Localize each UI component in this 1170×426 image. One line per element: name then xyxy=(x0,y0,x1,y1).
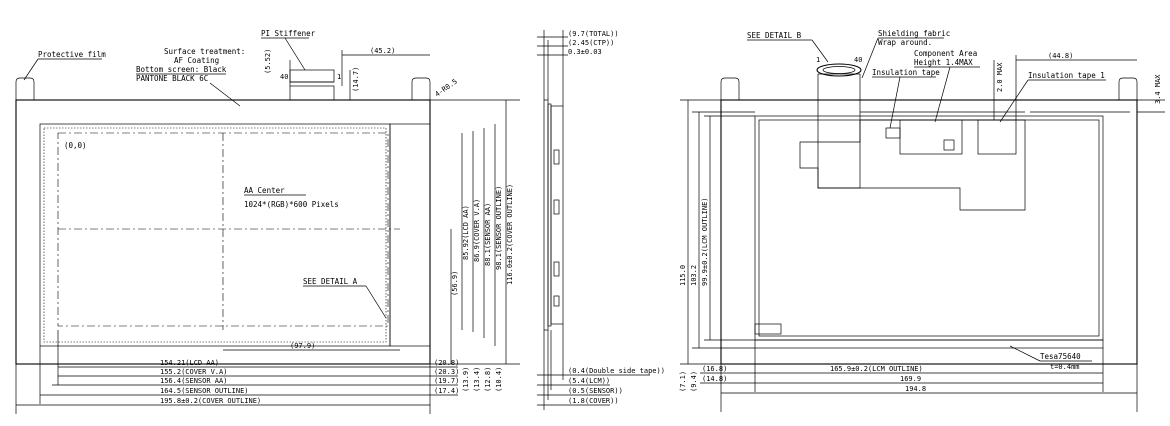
vdim-sensor-aa: 88.1(SENSOR AA) xyxy=(484,203,492,266)
dim-3-4-max: 3.4 MAX xyxy=(1154,74,1162,104)
fpc-pin-first: 40 xyxy=(280,73,288,81)
dim-2-0-max: 2.0 MAX xyxy=(996,62,1004,92)
protective-film-label: Protective film xyxy=(38,50,106,59)
origin-label: (0,0) xyxy=(64,141,87,150)
pixels-label: 1024*(RGB)*600 Pixels xyxy=(244,200,339,209)
hgap-20-8: (20.8) xyxy=(434,359,459,367)
see-detail-b-label: SEE DETAIL B xyxy=(747,31,802,40)
hdim-cover-va: 155.2(COVER V.A) xyxy=(160,368,227,376)
dim-97-9: (97.9) xyxy=(290,342,315,350)
vdim-cover-outline: 116.0±0.2(COVER OUTLINE) xyxy=(506,184,514,285)
hgap-20-3: (20.3) xyxy=(434,368,459,376)
side-double-tape: (0.4(Double side tape)) xyxy=(568,367,665,375)
side-ctp: (2.45(CTP)) xyxy=(568,39,614,47)
hgap-17-4: (17.4) xyxy=(434,387,459,395)
gap-10-4: (10.4) xyxy=(495,367,503,392)
back-dim-103-2: 103.2 xyxy=(690,265,698,286)
see-detail-a-label: SEE DETAIL A xyxy=(303,277,358,286)
dim-r0-5: 4-R0.5 xyxy=(434,78,459,99)
side-total: (9.7(TOTAL)) xyxy=(568,30,619,38)
side-view: (9.7(TOTAL)) (2.45(CTP)) 0.3±0.03 (0.4(D… xyxy=(537,30,665,410)
bottom-screen-label: Bottom screen: Black xyxy=(136,65,227,74)
back-gap-14-8: (14.8) xyxy=(702,375,727,383)
hdim-sensor-aa: 156.4(SENSOR AA) xyxy=(160,377,227,385)
gap-13-4: (13.4) xyxy=(473,367,481,392)
gap-13-9: (13.9) xyxy=(462,367,470,392)
back-gap-16-8: (16.8) xyxy=(702,365,727,373)
wrap-around-label: Wrap around. xyxy=(878,38,932,47)
side-cover: (1.8(COVER)) xyxy=(568,397,619,405)
side-lcm: (5.4(LCM)) xyxy=(568,377,610,385)
af-coating-label: AF Coating xyxy=(174,56,219,65)
hdim-cover-outline: 195.8±0.2(COVER OUTLINE) xyxy=(160,397,261,405)
tesa-thickness-label: t=0.4mm xyxy=(1050,363,1080,371)
hgap-19-7: (19.7) xyxy=(434,377,459,385)
back-hdim-169-9: 169.9 xyxy=(900,375,921,383)
dim-5-52: (5.52) xyxy=(264,49,272,74)
dim-45-2: (45.2) xyxy=(370,47,395,55)
pantone-label: PANTONE BLACK 6C xyxy=(136,74,208,83)
shielding-fabric-label: Shielding fabric xyxy=(878,29,950,38)
back-dim-115: 115.0 xyxy=(679,265,687,286)
dim-56-9: (56.9) xyxy=(451,271,459,296)
component-area-label: Component Area xyxy=(914,49,977,58)
back-pin-last: 40 xyxy=(854,56,862,64)
hdim-lcd-aa: 154.21(LCD AA) xyxy=(160,359,219,367)
back-dim-9-4: (9.4) xyxy=(690,371,698,392)
sensor-outline xyxy=(39,123,391,347)
pi-stiffener-label: PI Stiffener xyxy=(261,29,316,38)
surface-treatment-label: Surface treatment: xyxy=(164,47,245,56)
front-view: 40 1 Protective film PI Stiffener Surfac… xyxy=(15,29,520,414)
insulation-tape-1-label: Insulation tape 1 xyxy=(1028,71,1105,80)
aa-center-label: AA Center xyxy=(244,186,285,195)
back-hdim-165-9: 165.9±0.2(LCM OUTLINE) xyxy=(830,365,923,373)
dim-44-8: (44.8) xyxy=(1048,52,1073,60)
insulation-tape-label: Insulation tape xyxy=(872,68,940,77)
hdim-sensor-outline: 164.5(SENSOR OUTLINE) xyxy=(160,387,249,395)
back-hdim-194-8: 194.8 xyxy=(905,385,926,393)
vdim-lcd-aa: 85.92(LCD AA) xyxy=(462,205,470,260)
back-pin-first: 1 xyxy=(816,56,820,64)
tesa-label: Tesa75640 xyxy=(1040,352,1081,361)
back-dim-99-9: 99.9±0.2(LCM OUTLINE) xyxy=(701,197,709,286)
vdim-cover-va: 86.9(COVER V.A) xyxy=(473,199,481,262)
side-sensor: (0.5(SENSOR)) xyxy=(568,387,623,395)
back-view: 1 40 SEE DETAIL B Shielding fabric Wrap … xyxy=(679,29,1165,412)
lcm-outline xyxy=(754,115,1104,341)
dim-14-7: (14.7) xyxy=(352,67,360,92)
fpc-pin-last: 1 xyxy=(337,73,341,81)
side-0-3: 0.3±0.03 xyxy=(568,48,602,56)
back-cover-outline xyxy=(720,99,1138,365)
vdim-sensor-outline: 98.1(SENSOR OUTLINE) xyxy=(495,186,503,270)
height-max-label: Height 1.4MAX xyxy=(914,58,973,67)
gap-12-8: (12.8) xyxy=(484,367,492,392)
back-dim-7-1: (7.1) xyxy=(679,371,687,392)
